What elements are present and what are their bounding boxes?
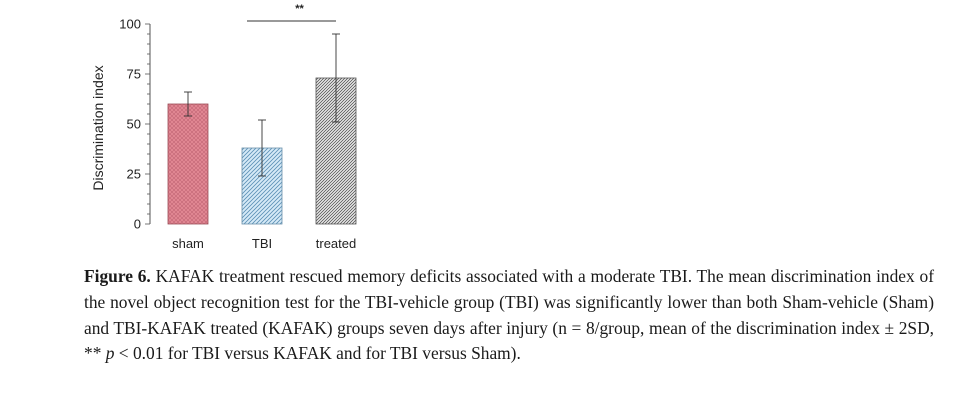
x-category-label: treated — [316, 236, 356, 251]
y-tick-label: 75 — [127, 67, 141, 82]
caption-text-a: KAFAK treatment rescued memory deficits … — [84, 266, 934, 364]
significance-label: ** — [295, 3, 304, 15]
y-tick-label: 50 — [127, 117, 141, 132]
bar-chart: Discrimination index 0 25 50 75 100 sham TBI t… — [90, 3, 357, 251]
bar-sham — [167, 103, 209, 225]
y-tick-label: 0 — [134, 217, 141, 232]
caption-lead: Figure 6. — [84, 266, 151, 286]
x-axis-labels: sham TBI treated — [172, 236, 356, 251]
error-bars-group — [184, 33, 340, 177]
caption-p-symbol: p — [105, 343, 115, 364]
y-tick-label: 100 — [119, 17, 141, 32]
x-category-label: TBI — [252, 236, 272, 251]
x-category-label: sham — [172, 236, 204, 251]
bars-group — [167, 77, 357, 225]
significance-annotation: ** — [247, 3, 336, 22]
caption-text-b: < 0.01 for TBI versus KAFAK and for TBI … — [114, 343, 521, 364]
y-tick-label: 25 — [127, 167, 141, 182]
y-axis-label: Discrimination index — [90, 65, 106, 190]
y-axis: 0 25 50 75 100 — [119, 17, 151, 232]
figure-caption: Figure 6. KAFAK treatment rescued memory… — [84, 264, 934, 367]
